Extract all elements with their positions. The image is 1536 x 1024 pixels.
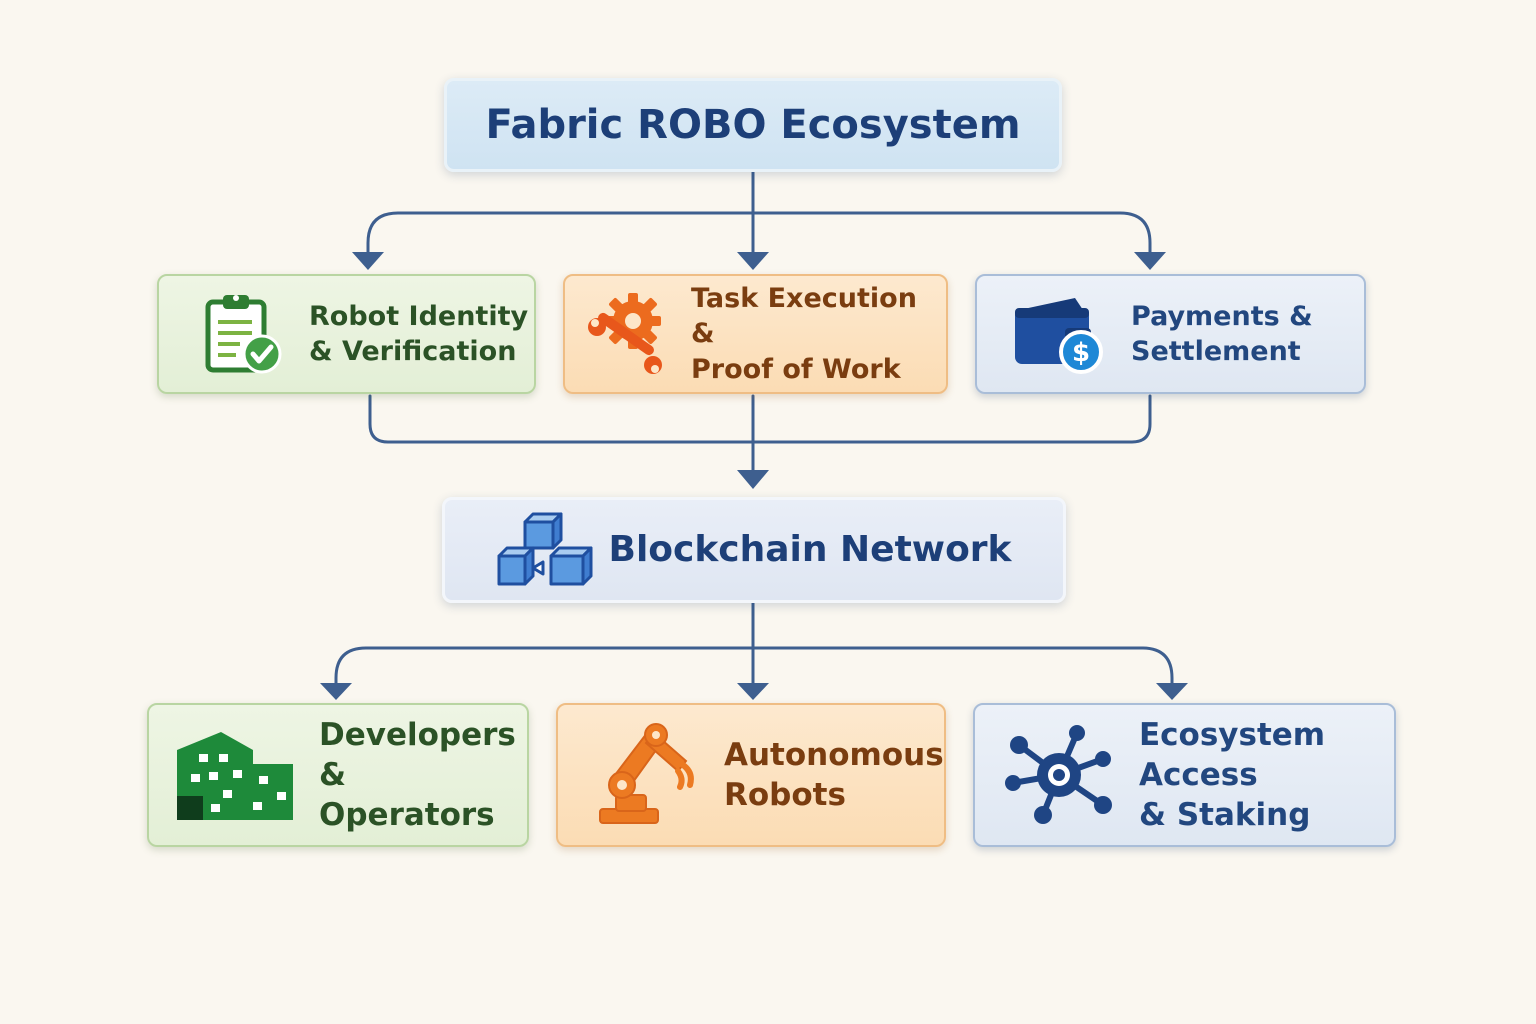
network-hub-icon xyxy=(1005,725,1112,824)
connector-title-right xyxy=(751,211,1152,257)
blocks-icon xyxy=(497,512,592,586)
connector-hub-left xyxy=(334,646,755,688)
node-label-line2: Robots xyxy=(724,777,846,813)
arrowhead-developers xyxy=(320,683,352,700)
node-payments-settlement: $ Payments & Settlement xyxy=(975,274,1366,394)
arrowhead-identity xyxy=(352,252,384,270)
title-box: Fabric ROBO Ecosystem xyxy=(444,78,1062,172)
robot-arm-icon xyxy=(599,723,694,824)
arrowhead-task xyxy=(737,252,769,270)
node-blockchain-network: Blockchain Network xyxy=(442,497,1066,603)
node-label-line1: Autonomous xyxy=(724,736,944,773)
node-label: Ecosystem Access & Staking xyxy=(1139,715,1394,836)
arrowhead-robots xyxy=(737,683,769,700)
buildings-icon xyxy=(177,732,293,820)
arrowhead-hub xyxy=(737,470,769,489)
node-label-line2: Operators xyxy=(319,797,495,834)
svg-text:$: $ xyxy=(1072,338,1090,368)
node-label: Autonomous Robots xyxy=(724,735,944,816)
wallet-dollar-icon: $ xyxy=(1015,298,1103,374)
node-label-line1: Ecosystem Access xyxy=(1139,716,1326,793)
node-label-line1: Robot Identity xyxy=(309,300,529,332)
node-autonomous-robots: Autonomous Robots xyxy=(556,703,946,847)
node-label-line1: Task Execution & xyxy=(691,283,917,350)
connector-payments-merge xyxy=(751,394,1152,444)
node-label-line2: & Staking xyxy=(1139,797,1311,834)
arrowhead-access xyxy=(1156,683,1188,700)
node-label-line2: & Verification xyxy=(309,336,517,367)
node-label: Task Execution & Proof of Work xyxy=(691,281,946,386)
node-ecosystem-access: Ecosystem Access & Staking xyxy=(973,703,1396,847)
node-label-line2: Settlement xyxy=(1131,336,1301,367)
connector-hub-right xyxy=(751,646,1174,688)
node-task-execution: Task Execution & Proof of Work xyxy=(563,274,948,394)
node-label-line1: Payments & xyxy=(1131,300,1313,332)
connector-title-left xyxy=(366,211,755,257)
connector-identity-merge xyxy=(368,394,755,444)
gears-wrench-icon xyxy=(588,293,662,374)
node-label: Payments & Settlement xyxy=(1131,299,1313,369)
node-label: Developers & Operators xyxy=(319,715,527,836)
hub-label: Blockchain Network xyxy=(608,528,1012,570)
node-robot-identity: Robot Identity & Verification xyxy=(157,274,536,394)
node-developers-operators: Developers & Operators xyxy=(147,703,529,847)
node-label-line2: Proof of Work xyxy=(691,353,901,385)
arrowhead-payments xyxy=(1134,252,1166,270)
clipboard-check-icon xyxy=(205,295,282,374)
node-label-line1: Developers & xyxy=(319,716,516,793)
diagram-title: Fabric ROBO Ecosystem xyxy=(485,102,1021,148)
node-label: Robot Identity & Verification xyxy=(309,299,528,369)
